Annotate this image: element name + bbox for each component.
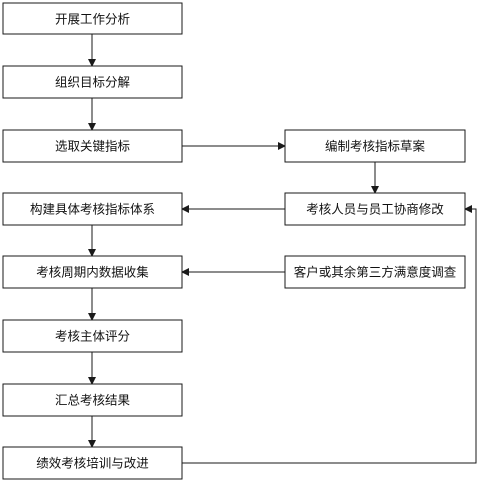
- node-goal-decomposition: 组织目标分解: [2, 65, 183, 99]
- node-summarize-results: 汇总考核结果: [2, 383, 183, 417]
- node-negotiate-revise: 考核人员与员工协商修改: [284, 192, 466, 226]
- node-draft-indicators: 编制考核指标草案: [284, 129, 466, 163]
- node-label: 构建具体考核指标体系: [30, 202, 155, 217]
- node-assessor-scoring: 考核主体评分: [2, 319, 183, 353]
- node-training-improvement: 绩效考核培训与改进: [2, 446, 183, 480]
- node-label: 组织目标分解: [55, 75, 130, 90]
- node-label: 考核主体评分: [55, 329, 130, 344]
- node-label: 开展工作分析: [55, 12, 130, 27]
- node-select-key-indicators: 选取关键指标: [2, 129, 183, 163]
- arrow-n8-to-r2-feedback: [182, 205, 477, 464]
- node-label: 选取关键指标: [55, 139, 130, 154]
- node-label: 绩效考核培训与改进: [36, 456, 149, 471]
- node-job-analysis: 开展工作分析: [2, 2, 183, 35]
- node-label: 考核周期内数据收集: [36, 265, 149, 280]
- node-label: 汇总考核结果: [55, 393, 131, 408]
- node-satisfaction-survey: 客户或其余第三方满意度调查: [284, 255, 466, 289]
- node-label: 考核人员与员工协商修改: [306, 202, 444, 217]
- node-label: 编制考核指标草案: [325, 139, 426, 154]
- node-build-indicator-system: 构建具体考核指标体系: [2, 192, 183, 226]
- node-data-collection: 考核周期内数据收集: [2, 255, 183, 289]
- node-label: 客户或其余第三方满意度调查: [294, 265, 457, 280]
